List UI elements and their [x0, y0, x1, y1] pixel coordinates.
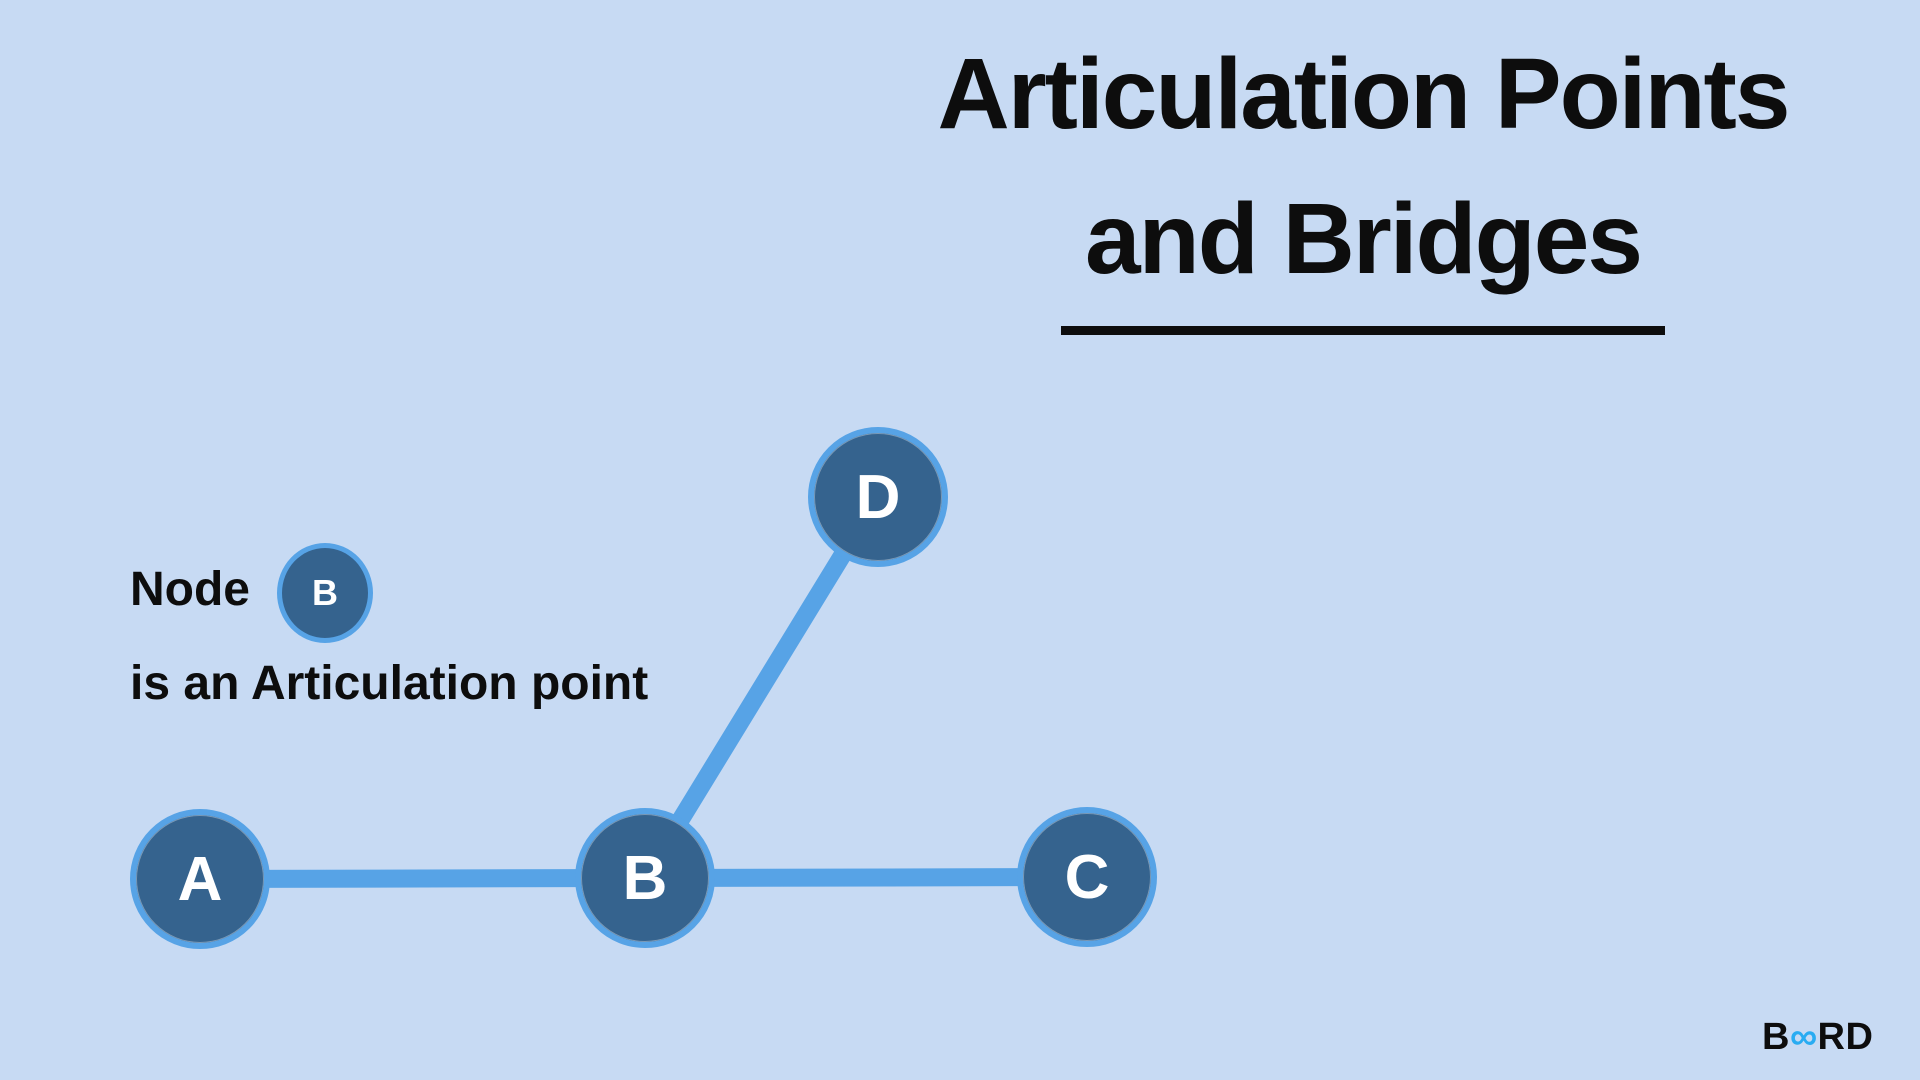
logo-suffix: RD — [1817, 1016, 1874, 1058]
annotation-prefix-text: Node — [130, 563, 250, 616]
title-line-2: and Bridges — [1085, 183, 1643, 295]
board-logo: B∞RD — [1762, 1018, 1873, 1056]
graph-node-D: D — [808, 427, 948, 567]
graph-node-label-A: A — [177, 844, 223, 914]
annotation-node-label: B — [312, 572, 338, 613]
title-underline — [1061, 326, 1665, 335]
annotation-suffix-text: is an Articulation point — [130, 657, 649, 710]
infinity-icon: ∞ — [1789, 1016, 1818, 1058]
logo-prefix: B — [1762, 1016, 1790, 1058]
graph-node-label-D: D — [855, 462, 901, 532]
graph-node-C: C — [1017, 807, 1157, 947]
graph-node-label-C: C — [1064, 842, 1110, 912]
page-title: Articulation Points and Bridges — [813, 22, 1913, 312]
annotation-node-b-icon: B — [277, 543, 373, 643]
graph-node-A: A — [130, 809, 270, 949]
title-line-1: Articulation Points — [937, 38, 1791, 150]
graph-node-label-B: B — [622, 843, 668, 913]
graph-node-B: B — [575, 808, 715, 948]
